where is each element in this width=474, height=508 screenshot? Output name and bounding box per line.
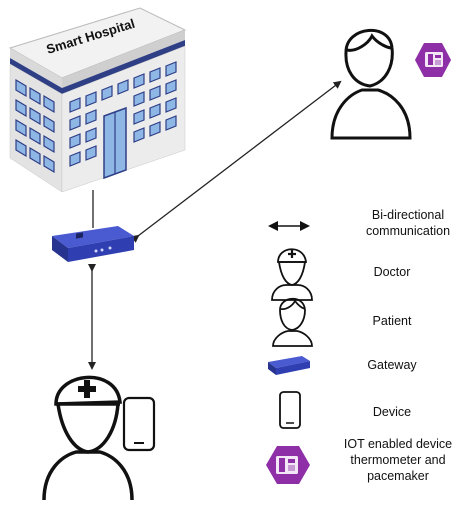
legend-doctor-icon bbox=[271, 248, 313, 301]
legend-patient-icon bbox=[272, 297, 313, 347]
legend-iot-icon bbox=[266, 446, 310, 484]
legend-device-icon bbox=[279, 391, 301, 429]
legend-label-gateway: Gateway bbox=[367, 358, 417, 372]
patient-icon bbox=[330, 29, 412, 140]
iot-device-icon bbox=[415, 43, 451, 77]
legend-label-patient: Patient bbox=[372, 314, 412, 328]
legend-label-device: Device bbox=[372, 405, 412, 419]
legend-gateway-icon bbox=[268, 356, 310, 375]
legend-iot-line-1: IOT enabled device bbox=[343, 437, 453, 451]
gateway-patient-link bbox=[130, 80, 342, 243]
gateway-router-icon bbox=[52, 226, 134, 262]
doctor-icon bbox=[42, 375, 134, 501]
legend-label-bidirectional: Bi-directional communication bbox=[344, 207, 472, 239]
legend-label-doctor: Doctor bbox=[373, 265, 411, 279]
mobile-device-icon bbox=[122, 396, 156, 452]
legend-label-iot: IOT enabled device thermometer and pacem… bbox=[330, 436, 466, 484]
legend-iot-line-3: pacemaker bbox=[367, 469, 429, 483]
legend-iot-line-2: thermometer and bbox=[350, 453, 446, 467]
legend-bidirectional-text: Bi-directional communication bbox=[365, 208, 451, 238]
